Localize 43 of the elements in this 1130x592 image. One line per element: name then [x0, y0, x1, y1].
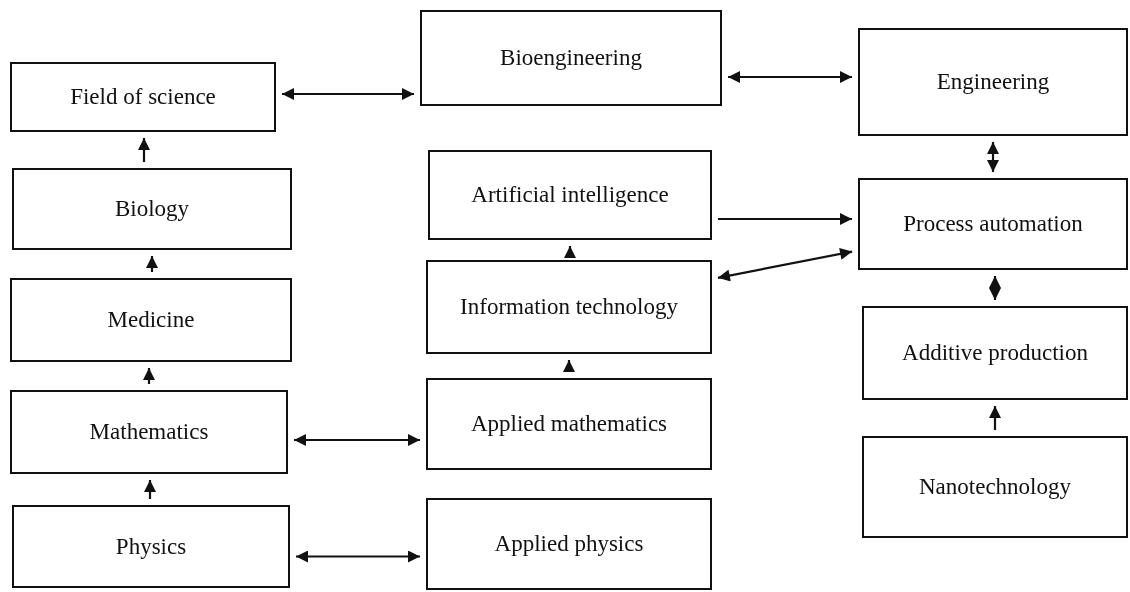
node-label: Biology [114, 195, 190, 224]
node-label: Additive production [902, 339, 1088, 368]
arrow [989, 276, 1001, 300]
arrow [564, 246, 576, 258]
process-box [858, 178, 1128, 270]
arrow [563, 360, 575, 372]
node-label: Physics [115, 532, 187, 561]
process-box [858, 28, 1128, 136]
arrow [718, 213, 852, 225]
process-box [12, 168, 292, 250]
process-box [426, 498, 712, 590]
node-label: Field of science [70, 83, 216, 112]
arrow [294, 434, 420, 446]
process-box [12, 505, 290, 588]
node-label: Nanotechnology [919, 473, 1071, 502]
node-label: Mathematics [89, 418, 209, 447]
process-box [10, 278, 292, 362]
arrow [989, 406, 1001, 430]
arrow [728, 71, 852, 83]
node-label: Process automation [903, 210, 1083, 239]
arrow [146, 256, 158, 272]
arrow [282, 88, 414, 100]
node-label: Medicine [107, 306, 195, 335]
process-box [428, 150, 712, 240]
arrow [144, 480, 156, 499]
process-box [10, 62, 276, 132]
process-box [10, 390, 288, 474]
process-box [426, 378, 712, 470]
arrow [987, 142, 999, 172]
process-box [420, 10, 722, 106]
arrow [143, 368, 155, 384]
node-label: Engineering [936, 68, 1050, 97]
node-label: Artificial intelligence [471, 181, 669, 210]
arrow [717, 248, 853, 282]
process-box [426, 260, 712, 354]
node-label: Applied physics [494, 530, 644, 559]
node-label: Bioengineering [500, 44, 642, 73]
arrow [296, 550, 420, 563]
node-label: Information technology [460, 293, 678, 322]
process-box [862, 306, 1128, 400]
node-label: Applied mathematics [470, 410, 668, 439]
arrow [138, 138, 150, 162]
process-box [862, 436, 1128, 538]
